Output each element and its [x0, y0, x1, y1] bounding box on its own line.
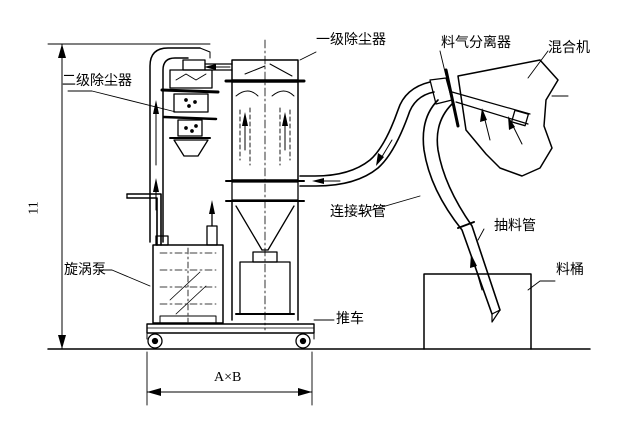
leader-lines	[67, 50, 556, 321]
collector-link-pipe	[204, 63, 233, 71]
label-separator: 料气分离器	[441, 35, 511, 51]
label-cart: 推车	[336, 311, 364, 327]
connecting-hose	[299, 81, 435, 187]
material-bucket	[423, 273, 532, 350]
cart	[146, 323, 315, 349]
primary-dust-collector	[224, 39, 306, 331]
label-vortex-pump: 旋涡泵	[64, 262, 106, 278]
label-suction-pipe: 抽料管	[494, 218, 536, 234]
height-dimension	[47, 43, 211, 350]
label-primary-collector: 一级除尘器	[316, 32, 386, 48]
label-secondary-collector: 二级除尘器	[62, 73, 132, 89]
footprint-dimension	[146, 351, 313, 406]
vortex-pump	[126, 193, 224, 324]
dimension-footprint: A×B	[214, 370, 242, 385]
suction-pipe	[422, 99, 501, 323]
label-bucket: 料桶	[556, 262, 584, 278]
material-gas-separator	[429, 68, 531, 128]
dimension-height: 11	[26, 201, 42, 215]
secondary-dust-collector	[160, 59, 220, 157]
label-hose: 连接软管	[330, 204, 386, 220]
riser-pipe	[149, 47, 211, 243]
label-mixer: 混合机	[548, 40, 590, 56]
mixer	[457, 59, 569, 177]
